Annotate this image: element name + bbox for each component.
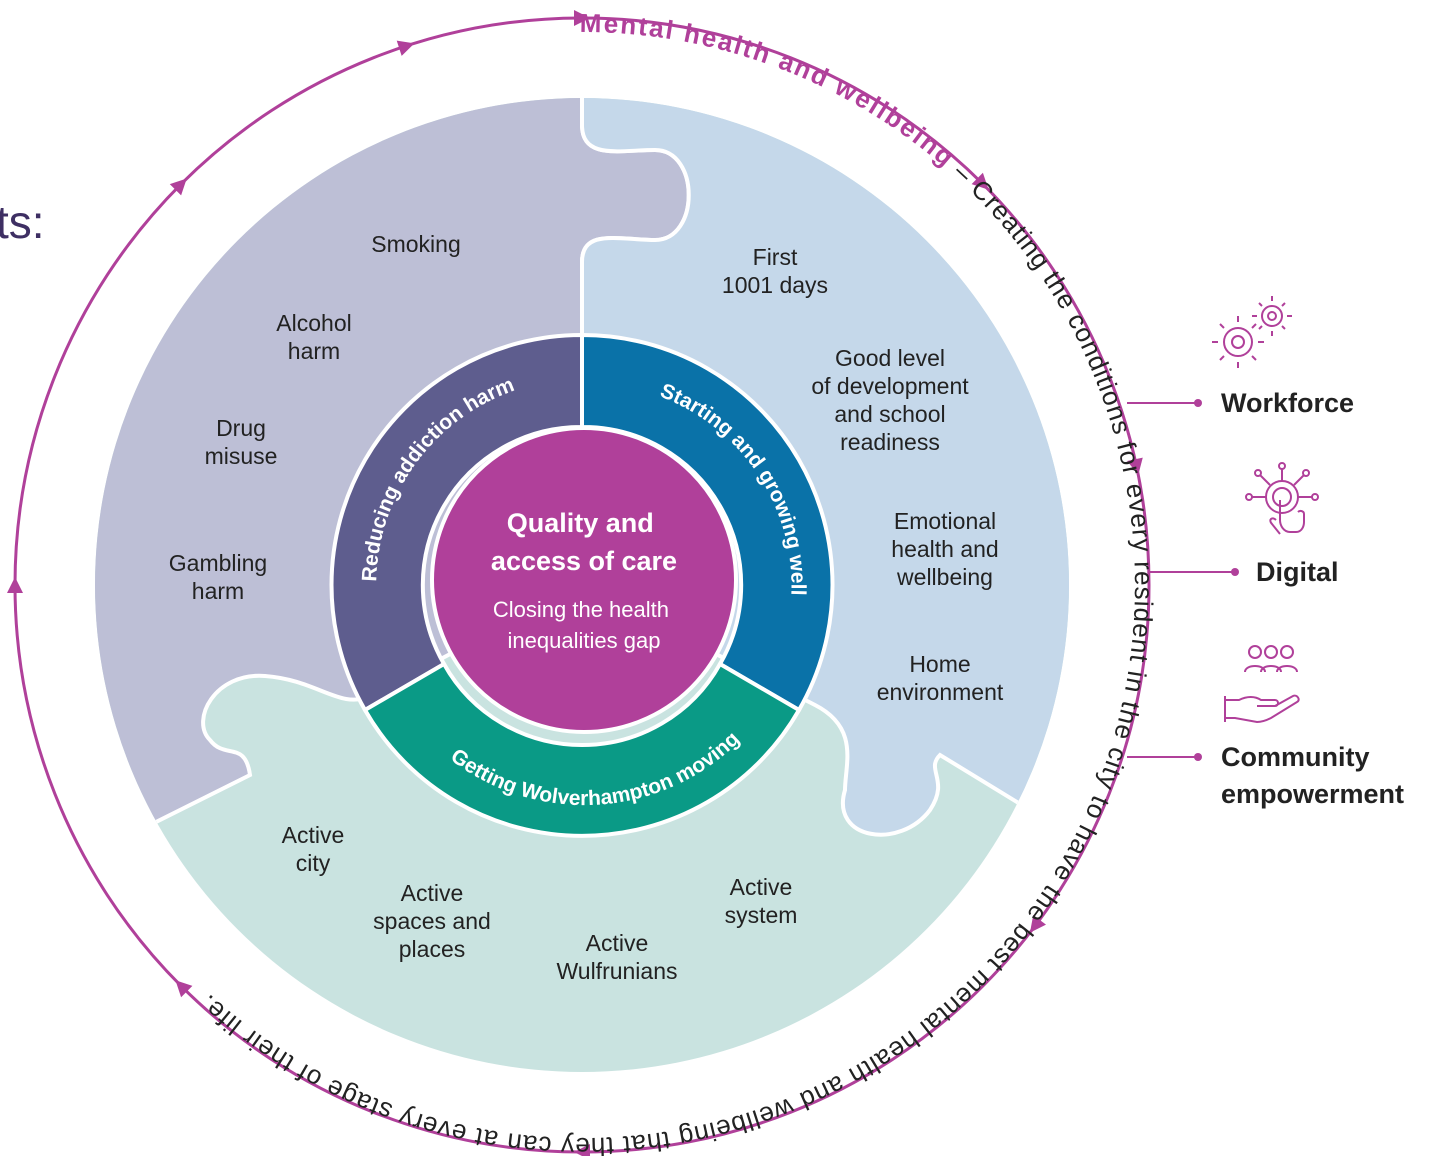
center-subtitle: Closing the health inequalities gap	[493, 597, 675, 653]
moving-band	[362, 661, 802, 838]
enabler-label-digital: Digital	[1256, 557, 1339, 587]
cycle-arrow	[574, 1144, 590, 1156]
gears-icon	[1212, 296, 1292, 368]
addiction-item: Smoking	[371, 231, 460, 257]
center-circle	[430, 426, 738, 734]
enabler-dot-community	[1194, 753, 1202, 761]
cycle-arrow	[7, 577, 23, 593]
enabler-dot-workforce	[1194, 399, 1202, 407]
enablers: Workforce Digital Community empowerment	[1127, 296, 1404, 809]
cycle-arrow	[175, 980, 193, 998]
cycle-arrow	[396, 40, 415, 56]
cycle-arrow	[971, 172, 989, 190]
cycle-arrow	[1029, 914, 1047, 933]
addiction-band	[329, 332, 584, 713]
enabler-dot-digital	[1231, 568, 1239, 576]
cycle-arrow	[574, 10, 590, 26]
cut-off-heading: ts:	[0, 196, 45, 248]
cycle-arrow	[1127, 457, 1143, 475]
center-title: Quality and access of care	[491, 508, 677, 576]
enabler-label-workforce: Workforce	[1221, 388, 1354, 418]
digital-touch-icon	[1245, 462, 1319, 535]
inner-ring	[329, 332, 835, 838]
hand-people-icon	[1224, 645, 1300, 724]
enabler-label-community: Community empowerment	[1221, 742, 1404, 809]
